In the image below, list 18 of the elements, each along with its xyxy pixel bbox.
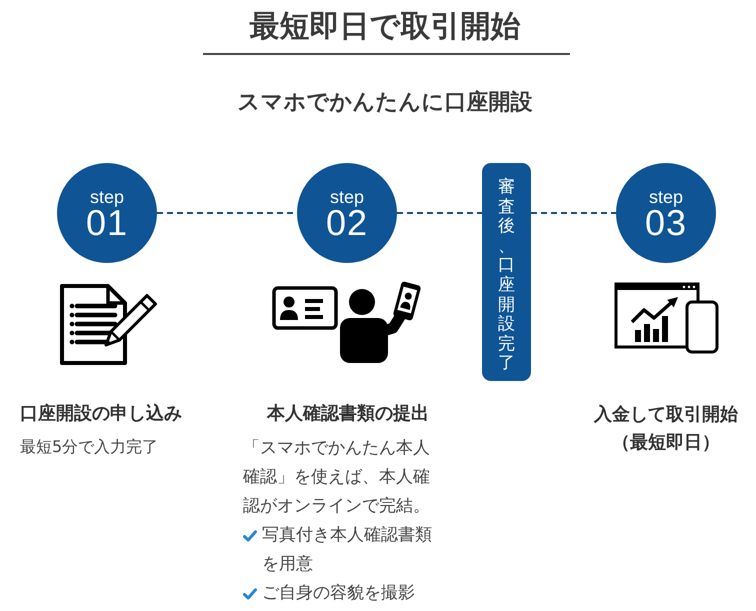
checklist-item: 写真付き本人確認書類を用意	[262, 524, 433, 576]
step-description: 最短5分で入力完了	[20, 436, 158, 458]
step-label: step	[648, 188, 684, 206]
dashed-connector	[397, 212, 482, 214]
title: 最短即日で取引開始	[250, 9, 520, 45]
step-label: step	[330, 188, 364, 206]
step-heading: 入金して取引開始（最短即日）	[592, 403, 739, 455]
step-description: 「スマホでかんたん本人確認」を使えば、本人確認がオンラインで完結。	[243, 437, 431, 518]
checklist-item: ご自身の容貌を撮影	[262, 582, 416, 605]
step-heading: 本人確認書類の提出	[267, 402, 429, 426]
subtitle: スマホでかんたんに口座開設	[238, 89, 532, 117]
step-label: step	[90, 188, 124, 206]
step-heading: 口座開設の申し込み	[20, 402, 182, 426]
step-number: 03	[644, 206, 688, 240]
dashed-connector	[531, 212, 616, 214]
status-banner: 審査後、口座開設完了	[482, 163, 531, 381]
step-number: 02	[326, 206, 368, 240]
step-number: 01	[86, 206, 128, 240]
